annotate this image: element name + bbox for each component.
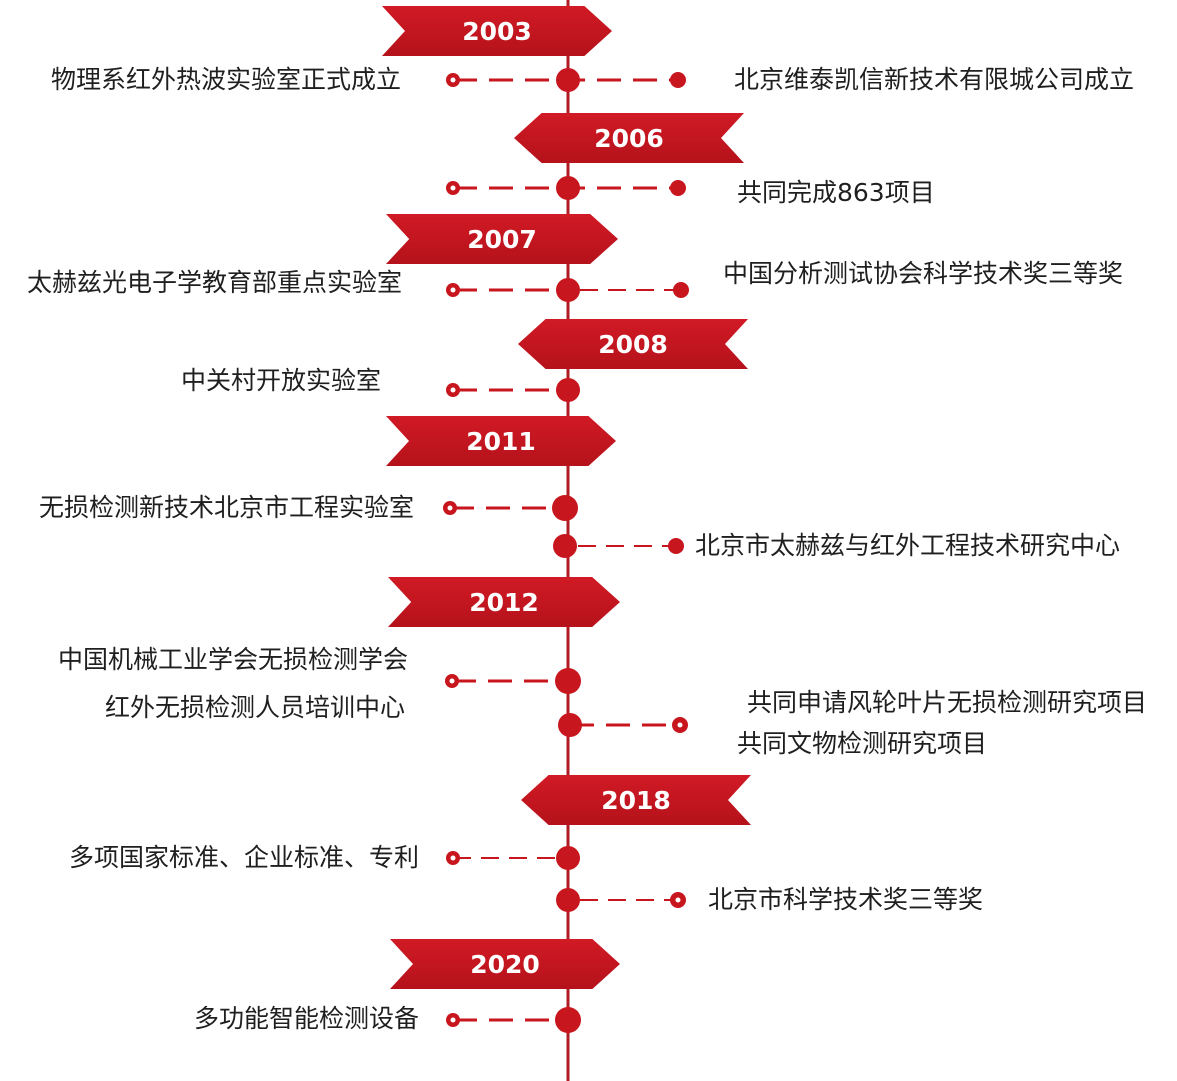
event-label-2018-left: 多项国家标准、企业标准、专利 xyxy=(68,843,419,872)
event-label-2012-left-1: 中国机械工业学会无损检测学会 xyxy=(57,645,408,674)
event-label-2003-left: 物理系红外热波实验室正式成立 xyxy=(50,65,401,94)
year-banner-2012: 2012 xyxy=(388,577,620,627)
event-label-2007-right: 中国分析测试协会科学技术奖三等奖 xyxy=(723,259,1124,288)
event-label-2020-left: 多功能智能检测设备 xyxy=(193,1004,419,1033)
year-label: 2008 xyxy=(598,329,668,359)
year-banner-2018: 2018 xyxy=(521,775,751,825)
year-banner-2007: 2007 xyxy=(386,214,618,264)
event-label-2006-right: 共同完成863项目 xyxy=(737,178,935,207)
event-label-2012-left-2: 红外无损检测人员培训中心 xyxy=(104,693,405,722)
year-banner-2006: 2006 xyxy=(514,113,744,163)
connector-2020 xyxy=(446,1007,581,1033)
connector-2012 xyxy=(445,668,688,737)
connector-2008 xyxy=(446,378,580,402)
event-label-2011-left: 无损检测新技术北京市工程实验室 xyxy=(38,493,414,522)
event-label-2003-right: 北京维泰凯信新技术有限城公司成立 xyxy=(734,65,1135,94)
year-label: 2020 xyxy=(470,949,540,979)
event-label-2012-right-1: 共同申请风轮叶片无损检测研究项目 xyxy=(747,688,1148,717)
connector-2007 xyxy=(446,278,689,302)
year-label: 2018 xyxy=(601,785,671,815)
connector-2011 xyxy=(443,495,684,558)
event-label-2011-right: 北京市太赫兹与红外工程技术研究中心 xyxy=(695,531,1121,560)
year-label: 2012 xyxy=(469,587,539,617)
year-banner-2020: 2020 xyxy=(390,939,620,989)
event-label-2018-right: 北京市科学技术奖三等奖 xyxy=(708,885,984,914)
year-label: 2003 xyxy=(462,16,532,46)
year-label: 2006 xyxy=(594,123,664,153)
year-banner-2008: 2008 xyxy=(518,319,748,369)
year-banner-2011: 2011 xyxy=(386,416,616,466)
connector-2018 xyxy=(446,846,686,912)
connector-2003 xyxy=(446,68,686,92)
event-label-2012-right-2: 共同文物检测研究项目 xyxy=(737,729,988,758)
year-banner-2003: 2003 xyxy=(382,6,612,56)
year-label: 2011 xyxy=(466,426,536,456)
event-label-2008-left: 中关村开放实验室 xyxy=(180,366,381,395)
event-label-2007-left: 太赫兹光电子学教育部重点实验室 xyxy=(26,268,402,297)
year-label: 2007 xyxy=(467,224,537,254)
connector-2006 xyxy=(446,176,686,200)
